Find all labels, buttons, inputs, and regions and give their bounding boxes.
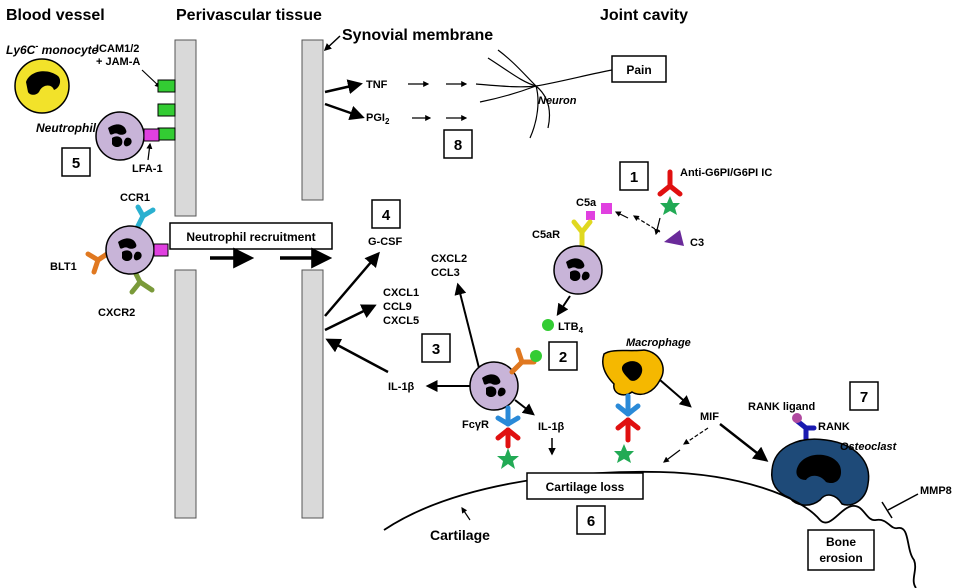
- cartilage-label: Cartilage: [430, 527, 490, 543]
- rank-ligand-label: RANK ligand: [748, 401, 815, 413]
- mmp8-inhibit-bar: [881, 501, 893, 519]
- cxcl5-label: CXCL5: [383, 315, 419, 327]
- step-2-number: 2: [559, 349, 567, 366]
- neutrophil-label: Neutrophil: [36, 121, 97, 135]
- neutrophil-recruitment-box: [169, 222, 333, 250]
- mif-label: MIF: [700, 411, 719, 423]
- step-6-number: 6: [587, 513, 595, 530]
- header-blood-vessel: Blood vessel: [6, 7, 105, 24]
- step-4-box: [371, 199, 401, 229]
- antibody-neutrophil: [495, 427, 521, 449]
- bone-erosion-line1: Bone: [826, 535, 856, 549]
- rank-label: RANK: [818, 421, 850, 433]
- step-5-number: 5: [72, 155, 80, 172]
- star-immune-complex: [660, 196, 680, 215]
- c5a-bound: [586, 211, 595, 220]
- fcgr-receptor: [495, 405, 521, 427]
- synovial-wall-upper: [301, 39, 324, 201]
- step-4-number: 4: [382, 207, 391, 224]
- c5ar-label: C5aR: [532, 229, 560, 241]
- blt1-receptor-synovial: [509, 347, 537, 375]
- vessel-wall-upper: [174, 39, 197, 217]
- ccr1-label: CCR1: [120, 192, 150, 204]
- osteoclast-label: Osteoclast: [840, 441, 898, 453]
- header-joint-cavity: Joint cavity: [600, 7, 688, 24]
- star-neutrophil: [497, 448, 519, 469]
- cxcl2-label: CXCL2: [431, 253, 467, 265]
- ltb4-bound: [530, 350, 542, 362]
- mmp8-label: MMP8: [920, 485, 952, 497]
- lfa1-molecule-2: [153, 243, 169, 257]
- gcsf-label: G-CSF: [368, 236, 403, 248]
- step-1-box: [619, 161, 649, 191]
- star-macrophage: [614, 444, 634, 463]
- lfa1-molecule: [143, 128, 160, 142]
- rank-ligand-molecule: [792, 413, 802, 423]
- osteoclast-cell: [771, 438, 870, 506]
- il1b-left-label: IL-1β: [388, 381, 415, 393]
- neuron: [475, 49, 613, 139]
- c5ar-receptor: [571, 219, 593, 251]
- macrophage-label: Macrophage: [626, 337, 691, 349]
- cartilage-loss-label: Cartilage loss: [546, 480, 625, 494]
- cxcr2-label: CXCR2: [98, 307, 135, 319]
- tnf-label: TNF: [366, 79, 388, 91]
- header-synovial-membrane: Synovial membrane: [342, 27, 493, 44]
- step-8-number: 8: [454, 137, 462, 154]
- cartilage-loss-box: [526, 472, 644, 500]
- step-7-box: [849, 381, 879, 411]
- lfa1-label: LFA-1: [132, 163, 163, 175]
- header-perivascular-tissue: Perivascular tissue: [176, 7, 322, 24]
- monocyte-label: Ly6C- monocyte: [6, 41, 99, 57]
- neuron-label: Neuron: [538, 95, 577, 107]
- icam-label: ICAM1/2: [96, 43, 139, 55]
- neutrophil-adhering: [95, 111, 145, 161]
- antibody-complex: [657, 169, 683, 197]
- monocyte-cell: [14, 58, 70, 114]
- bone-erosion-box: [807, 529, 875, 571]
- ccr1-receptor: [133, 204, 156, 233]
- bone-erosion-line2: erosion: [819, 551, 862, 565]
- neutrophil-synovial: [469, 361, 519, 411]
- icam-molecule-3: [157, 127, 176, 141]
- mmp8-inhibit-line: [887, 493, 919, 511]
- anti-g6pi-label: Anti-G6PI/G6PI IC: [680, 167, 772, 179]
- neutrophil-recruitment-label: Neutrophil recruitment: [186, 230, 315, 244]
- c5a-label: C5a: [576, 197, 597, 209]
- macrophage-cell: [602, 349, 664, 396]
- il1b-right-label: IL-1β: [538, 421, 565, 433]
- neutrophil-recruited: [105, 225, 155, 275]
- icam-molecule-1: [157, 79, 176, 93]
- step-2-box: [548, 341, 578, 371]
- c3-triangle: [664, 230, 684, 246]
- cxcl1-label: CXCL1: [383, 287, 419, 299]
- macrophage-receptor: [615, 393, 641, 417]
- step-3-number: 3: [432, 341, 440, 358]
- ltb4-label: LTB4: [558, 321, 584, 335]
- c3-label: C3: [690, 237, 704, 249]
- c5a-molecule: [601, 203, 612, 214]
- step-5-box: [61, 147, 91, 177]
- step-7-number: 7: [860, 389, 868, 406]
- synovial-wall-lower: [301, 269, 324, 519]
- step-6-box: [576, 505, 606, 535]
- step-8-box: [443, 129, 473, 159]
- ccl9-label: CCL9: [383, 301, 412, 313]
- pain-box: [611, 55, 667, 83]
- pain-label: Pain: [626, 63, 651, 77]
- neutrophil-c5ar: [553, 245, 603, 295]
- step-1-number: 1: [630, 169, 638, 186]
- ltb4-molecule: [542, 319, 554, 331]
- antibody-macrophage: [615, 417, 641, 443]
- blt1-label: BLT1: [50, 261, 77, 273]
- vessel-wall-lower: [174, 269, 197, 519]
- fcgr-label: FcγR: [462, 419, 489, 431]
- icam-molecule-2: [157, 103, 176, 117]
- ccl3-label: CCL3: [431, 267, 460, 279]
- jama-label: + JAM-A: [96, 56, 140, 68]
- step-3-box: [421, 333, 451, 363]
- pgi2-label: PGI2: [366, 112, 390, 126]
